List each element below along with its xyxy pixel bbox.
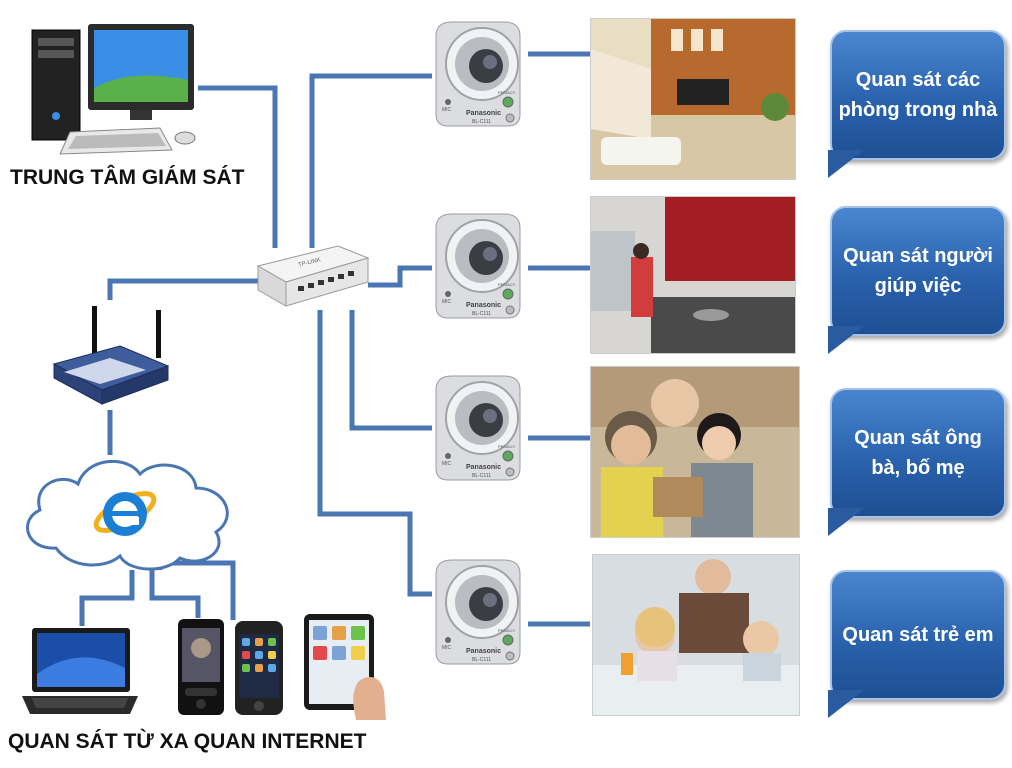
camera-mic-label: MIC [442, 299, 452, 305]
camera-mic-label: MIC [442, 645, 452, 651]
network-switch: TP-LINK [254, 244, 372, 310]
smartphone [177, 618, 225, 716]
camera-privacy-label: PRIVACY [498, 90, 516, 95]
bubble-maid: Quan sát người giúp việc [830, 206, 1006, 336]
camera-brand-label: Panasonic [466, 302, 502, 309]
camera-body-icon [435, 559, 521, 665]
photo-living-room [590, 18, 796, 180]
desktop-computer [30, 18, 198, 156]
internet-cloud [16, 448, 238, 574]
wireless-router [50, 300, 172, 412]
camera-body-icon [435, 21, 521, 127]
camera-brand-label: Panasonic [466, 648, 502, 655]
camera-model-label: BL-C111 [472, 311, 491, 317]
bubble-children-text: Quan sát trẻ em [842, 624, 994, 646]
bubble-grandparents-text: Quan sát ông bà, bố mẹ [854, 427, 982, 479]
bubble-grandparents: Quan sát ông bà, bố mẹ [830, 388, 1006, 518]
camera-model-label: BL-C111 [472, 657, 491, 663]
laptop [18, 624, 142, 718]
photo-children [592, 554, 800, 716]
camera-mic-label: MIC [442, 107, 452, 113]
camera-model-label: BL-C111 [472, 119, 491, 125]
bubble-rooms: Quan sát các phòng trong nhà [830, 30, 1006, 160]
bubble-rooms-tail [828, 150, 864, 178]
photo-kitchen-maid [590, 196, 796, 354]
bubble-grandparents-tail [828, 508, 864, 536]
camera-model-label: BL-C111 [472, 473, 491, 479]
photo-grandparents [590, 366, 800, 538]
remote-viewing-label: QUAN SÁT TỪ XA QUAN INTERNET [8, 730, 367, 753]
bubble-children: Quan sát trẻ em [830, 570, 1006, 700]
bubble-children-tail [828, 690, 864, 718]
camera-brand-label: Panasonic [466, 464, 502, 471]
camera-body-icon [435, 213, 521, 319]
camera-privacy-label: PRIVACY [498, 282, 516, 287]
monitoring-center-label: TRUNG TÂM GIÁM SÁT [10, 166, 245, 189]
camera-privacy-label: PRIVACY [498, 628, 516, 633]
camera-body-icon [435, 375, 521, 481]
bubble-maid-text: Quan sát người giúp việc [843, 245, 993, 297]
bubble-maid-tail [828, 326, 864, 354]
tablet-in-hand [298, 612, 388, 722]
camera-mic-label: MIC [442, 461, 452, 467]
bubble-rooms-text: Quan sát các phòng trong nhà [838, 69, 998, 121]
iphone [234, 620, 284, 716]
camera-brand-label: Panasonic [466, 110, 502, 117]
internet-explorer-icon [93, 491, 157, 536]
camera-privacy-label: PRIVACY [498, 444, 516, 449]
